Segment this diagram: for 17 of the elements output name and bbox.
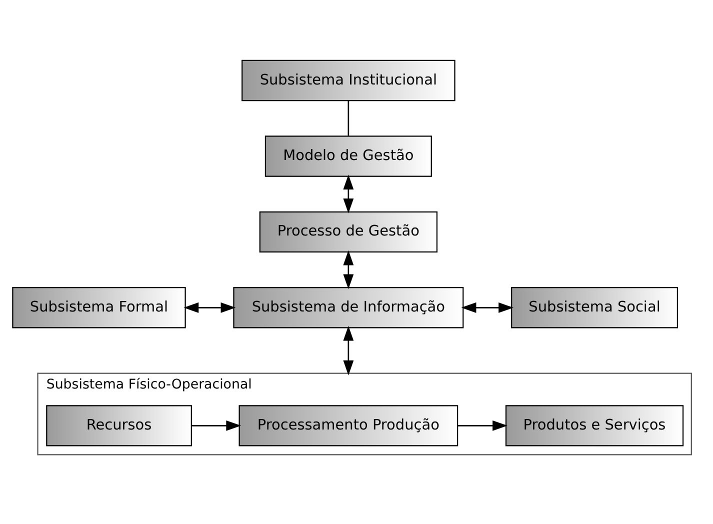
arrow bbox=[458, 420, 508, 431]
arrow bbox=[184, 302, 236, 313]
connector bbox=[348, 100, 350, 136]
node-box: Produtos e Serviços bbox=[505, 405, 684, 446]
node-box: Subsistema de Informação bbox=[233, 287, 464, 328]
node-box: Processo de Gestão bbox=[259, 211, 438, 253]
node-box: Recursos bbox=[46, 405, 192, 446]
arrow bbox=[343, 174, 354, 214]
node-box: Modelo de Gestão bbox=[264, 136, 432, 177]
node-box: Subsistema Social bbox=[511, 287, 678, 328]
arrow bbox=[343, 326, 354, 376]
node-box: Subsistema Formal bbox=[12, 287, 186, 328]
node-box: Subsistema Institucional bbox=[242, 60, 456, 102]
arrow bbox=[192, 420, 242, 431]
arrow bbox=[461, 302, 514, 313]
arrow bbox=[343, 250, 354, 290]
node-box: Processamento Produção bbox=[238, 405, 458, 446]
